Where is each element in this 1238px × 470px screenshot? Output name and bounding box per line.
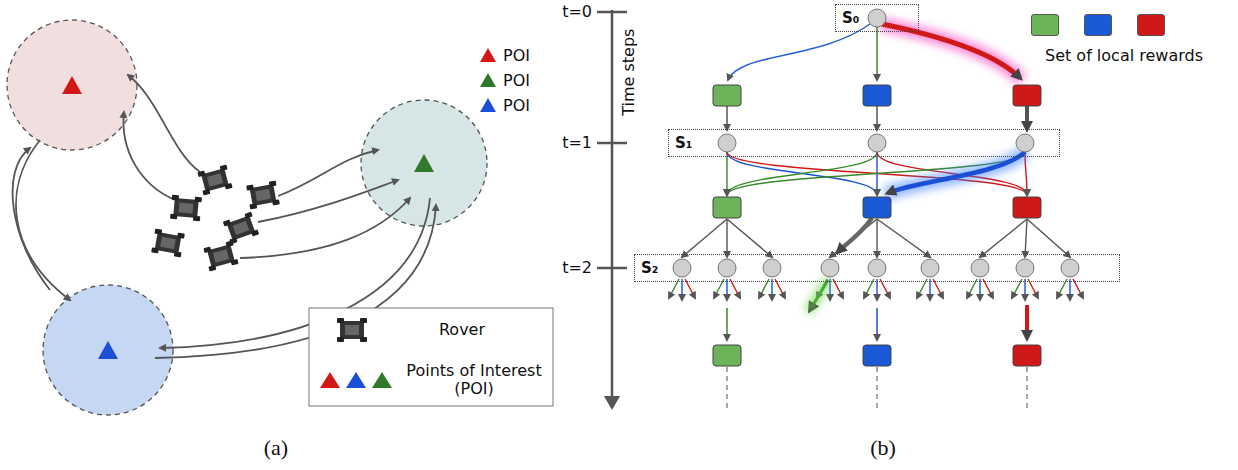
time-step-text: t=1 — [562, 133, 592, 152]
reward-swatch — [1084, 14, 1112, 36]
axis-title-text: Time steps — [620, 28, 639, 115]
legend-text-text: POI — [503, 46, 530, 65]
legend-text: Rover — [439, 321, 485, 339]
legend-text-text: POI — [503, 96, 530, 115]
time-step-text: t=0 — [562, 2, 592, 21]
panel-label-text: (a) — [264, 435, 288, 460]
time-step: t=0 — [562, 3, 592, 21]
legend-text: POI — [503, 47, 530, 65]
state-set-box: S₁ — [668, 129, 1060, 157]
reward-swatch — [1031, 14, 1059, 36]
state-label: S₀ — [842, 9, 859, 27]
legend-text: POI — [503, 72, 530, 90]
panel-label: (a) — [264, 435, 288, 460]
state-set-box: S₂ — [634, 254, 1120, 282]
panel-label-text: (b) — [870, 435, 896, 460]
legend-title: Set of local rewards — [1045, 47, 1203, 65]
time-step-text: t=2 — [562, 258, 592, 277]
panel-label: (b) — [870, 435, 896, 460]
legend-text: POI — [503, 97, 530, 115]
reward-swatch — [1137, 14, 1165, 36]
axis-title: Time steps — [621, 28, 639, 115]
state-label: S₁ — [675, 134, 692, 152]
state-label: S₂ — [641, 259, 658, 277]
legend-text-text: Rover — [439, 320, 485, 339]
legend-title-text: Set of local rewards — [1045, 46, 1203, 65]
time-step: t=2 — [562, 259, 592, 277]
legend-text-text: Points of Interest (POI) — [406, 361, 541, 398]
state-set-box: S₀ — [835, 4, 919, 32]
legend-text: Points of Interest (POI) — [404, 362, 544, 399]
time-step: t=1 — [562, 134, 592, 152]
legend-text-text: POI — [503, 71, 530, 90]
